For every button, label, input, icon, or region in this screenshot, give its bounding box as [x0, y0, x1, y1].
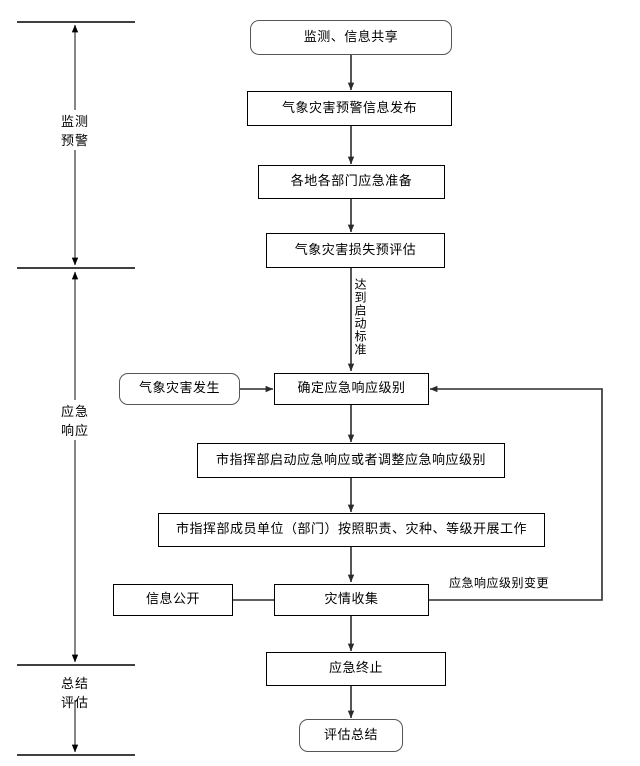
node-member-units-work[interactable]: 市指挥部成员单位（部门）按照职责、灾种、等级开展工作: [158, 513, 545, 547]
phase-label-monitoring-line1: 监测: [60, 115, 89, 130]
node-emergency-end-label: 应急终止: [328, 661, 383, 677]
node-hq-start-adjust-label: 市指挥部启动应急响应或者调整应急响应级别: [215, 452, 486, 468]
node-dept-prepare[interactable]: 各地各部门应急准备: [258, 165, 445, 199]
phase-label-response-line1: 应急: [60, 405, 89, 420]
node-info-disclosure[interactable]: 信息公开: [113, 584, 233, 616]
node-assess-summary-label: 评估总结: [323, 727, 378, 743]
node-monitor-share[interactable]: 监测、信息共享: [250, 20, 452, 55]
node-warning-release[interactable]: 气象灾害预警信息发布: [247, 91, 452, 126]
connector-feedback-level-change: [428, 385, 603, 601]
phase-label-response-line2: 响应: [60, 423, 89, 439]
node-warning-release-label: 气象灾害预警信息发布: [281, 100, 417, 116]
node-disaster-collect[interactable]: 灾情收集: [274, 584, 429, 616]
node-loss-preassess[interactable]: 气象灾害损失预评估: [266, 233, 445, 268]
node-dept-prepare-label: 各地各部门应急准备: [290, 174, 413, 190]
phase-label-monitoring: 监测 预警: [43, 114, 107, 152]
phase-label-summary-line2: 评估: [60, 695, 89, 711]
node-monitor-share-label: 监测、信息共享: [303, 29, 399, 45]
node-member-units-work-label: 市指挥部成员单位（部门）按照职责、灾种、等级开展工作: [175, 522, 527, 538]
node-determine-level[interactable]: 确定应急响应级别: [274, 373, 429, 405]
edge-label-trigger-standard: 达到启动标准: [353, 278, 367, 356]
phase-label-monitoring-line2: 预警: [60, 133, 89, 149]
node-disaster-occurs-label: 气象灾害发生: [138, 381, 220, 397]
node-disaster-occurs[interactable]: 气象灾害发生: [119, 373, 240, 405]
phase-label-summary-line1: 总结: [60, 677, 89, 692]
phase-label-response: 应急 响应: [43, 404, 107, 442]
node-loss-preassess-label: 气象灾害损失预评估: [294, 242, 417, 258]
node-determine-level-label: 确定应急响应级别: [297, 381, 406, 397]
node-assess-summary[interactable]: 评估总结: [299, 719, 403, 752]
node-hq-start-adjust[interactable]: 市指挥部启动应急响应或者调整应急响应级别: [197, 443, 505, 478]
edge-label-response-level-change: 应急响应级别变更: [449, 576, 550, 590]
phase-label-summary: 总结 评估: [43, 676, 107, 714]
node-emergency-end[interactable]: 应急终止: [266, 652, 446, 686]
node-disaster-collect-label: 灾情收集: [324, 592, 379, 608]
node-info-disclosure-label: 信息公开: [145, 592, 200, 608]
